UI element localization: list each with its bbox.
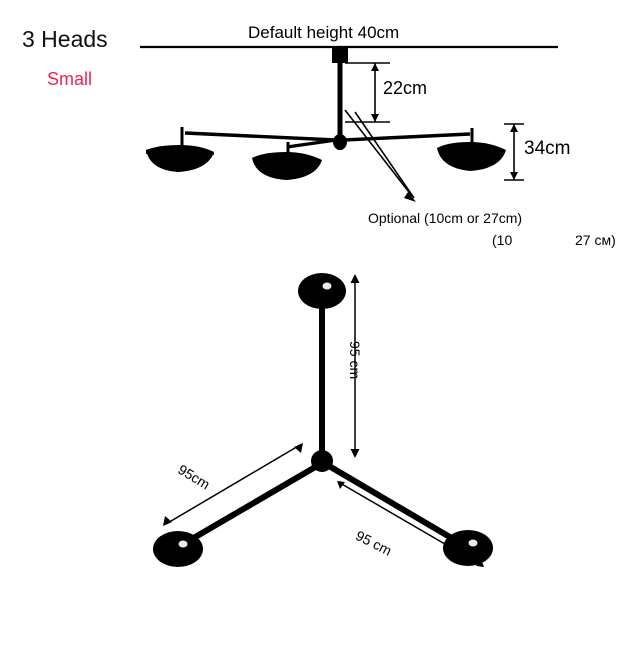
top-view-arm-left (183, 463, 319, 546)
optional-leader (344, 109, 416, 202)
arm-right (343, 132, 471, 142)
label-optional-drop: Optional (10cm or 27cm) (368, 210, 523, 226)
top-view-arm-right (327, 463, 462, 546)
label-arm-vertical-95cm: 95 cm (347, 341, 363, 380)
label-shade-34cm: 34cm (524, 138, 571, 159)
label-heads: 3 Heads (22, 26, 108, 52)
top-view-shade-right (443, 530, 493, 566)
dimension-arm-left (163, 443, 303, 526)
dimension-arm-right (337, 481, 484, 567)
dimension-34cm (504, 123, 524, 181)
label-size-small: Small (47, 69, 93, 89)
lamp-shade-right (437, 128, 506, 171)
label-optional-ru-close: 27 см) (575, 232, 616, 248)
center-hub (333, 134, 347, 150)
top-view-shade-left (153, 531, 203, 567)
arm-left (184, 131, 337, 142)
ceiling-mount (332, 47, 348, 63)
label-default-height: Default height 40cm (248, 23, 400, 42)
label-optional-ru-open: (10 (492, 232, 513, 248)
lamp-shade-middle (252, 142, 322, 180)
label-drop-22cm: 22cm (383, 78, 428, 98)
dimension-22cm (345, 62, 390, 123)
top-view-shade-top (298, 273, 346, 309)
dimension-arm-vertical (350, 274, 360, 458)
arm-middle (286, 138, 337, 149)
lamp-shade-left (146, 127, 214, 172)
